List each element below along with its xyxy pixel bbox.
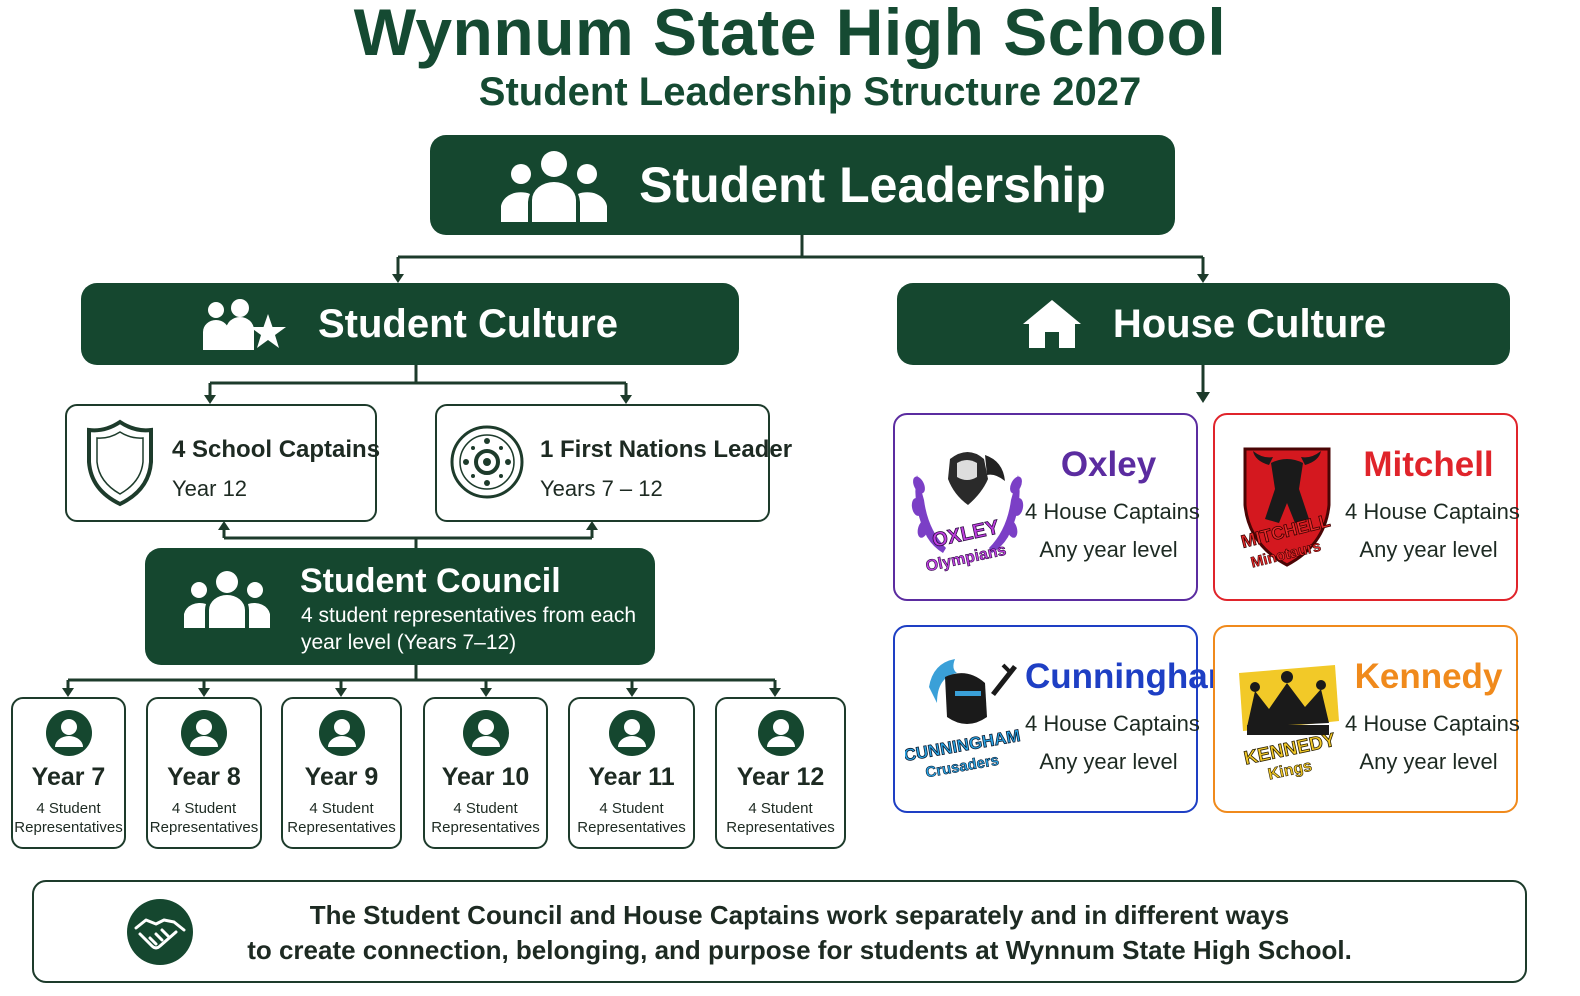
house-culture-box: House Culture [897, 283, 1510, 365]
cunningham-crusaders-logo: CUNNINGHAM Crusaders [905, 659, 1022, 782]
group-star-icon [203, 299, 286, 350]
house-card-oxley: OXLEY Olympians Oxley 4 House Captains A… [893, 413, 1200, 601]
house-card-mitchell: MITCHELL Minotaurs Mitchell 4 House Capt… [1213, 413, 1520, 601]
house-captains: 4 House Captains [1345, 499, 1520, 524]
indigenous-circle-icon [450, 425, 524, 499]
school-captains-year: Year 12 [172, 476, 248, 501]
student-council-title: Student Council [300, 562, 561, 600]
person-icon [462, 710, 509, 756]
house-captains: 4 House Captains [1345, 711, 1520, 736]
page-title: Wynnum State High School [353, 0, 1227, 69]
student-council-box: Student Council 4 student representative… [145, 548, 655, 665]
year-label: Year 11 [588, 763, 675, 791]
student-council-description: 4 student representatives from each year… [301, 604, 637, 654]
house-eligibility: Any year level [1359, 749, 1498, 774]
house-eligibility: Any year level [1039, 749, 1178, 774]
student-leadership-label: Student Leadership [639, 157, 1106, 213]
house-name: Oxley [1060, 445, 1157, 484]
footer-text-line-2: to create connection, belonging, and pur… [247, 935, 1352, 965]
person-icon [318, 710, 365, 756]
footer-text-line-1: The Student Council and House Captains w… [309, 900, 1290, 930]
person-icon [181, 710, 227, 756]
house-eligibility: Any year level [1039, 537, 1178, 562]
house-captains: 4 House Captains [1025, 499, 1200, 524]
first-nations-leader-years: Years 7 – 12 [540, 476, 663, 501]
house-eligibility: Any year level [1359, 537, 1498, 562]
year-label: Year 12 [736, 763, 825, 791]
year-label: Year 10 [441, 763, 530, 791]
first-nations-leader-title: 1 First Nations Leader [540, 436, 793, 463]
year-label: Year 9 [304, 763, 379, 791]
house-culture-label: House Culture [1112, 301, 1387, 346]
person-icon [608, 710, 655, 756]
year-label: Year 7 [31, 763, 106, 791]
page-subtitle: Student Leadership Structure 2027 [478, 70, 1142, 114]
student-culture-box: Student Culture [81, 283, 739, 365]
oxley-olympians-logo: OXLEY Olympians [911, 452, 1024, 576]
mitchell-minotaurs-logo: MITCHELL Minotaurs [1239, 447, 1333, 572]
school-captains-box: 4 School Captains Year 12 [65, 404, 381, 522]
year-label: Year 8 [167, 763, 241, 791]
house-card-cunningham: CUNNINGHAM Crusaders Cunningham 4 House … [893, 625, 1239, 813]
house-icon [1022, 300, 1081, 348]
person-icon [45, 710, 92, 756]
house-name: Cunningham [1025, 657, 1239, 696]
first-nations-leader-box: 1 First Nations Leader Years 7 – 12 [435, 404, 792, 522]
handshake-icon [127, 899, 193, 965]
house-name: Kennedy [1354, 657, 1503, 696]
school-captains-title: 4 School Captains [172, 436, 381, 463]
group-icon [184, 571, 270, 628]
student-leadership-box: Student Leadership [430, 135, 1175, 235]
footer-note: The Student Council and House Captains w… [32, 880, 1527, 983]
house-name: Mitchell [1363, 445, 1494, 484]
house-card-kennedy: KENNEDY Kings Kennedy 4 House Captains A… [1213, 625, 1520, 813]
person-icon [757, 710, 804, 756]
kennedy-kings-logo: KENNEDY Kings [1239, 665, 1339, 784]
shield-icon [87, 419, 153, 507]
student-culture-label: Student Culture [318, 301, 618, 346]
group-icon [501, 151, 608, 222]
house-captains: 4 House Captains [1025, 711, 1200, 736]
